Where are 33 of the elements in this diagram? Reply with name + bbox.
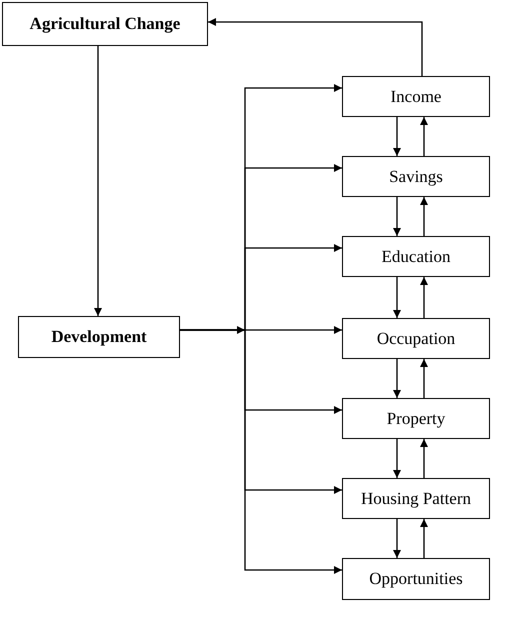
arrow <box>420 277 428 318</box>
process-box <box>2 2 208 46</box>
arrow <box>393 519 401 558</box>
arrow <box>94 46 102 316</box>
arrow <box>420 197 428 236</box>
process-box <box>342 398 490 439</box>
box-label: Education <box>382 246 450 268</box>
process-box <box>18 316 180 358</box>
arrow <box>420 117 428 156</box>
arrow <box>393 439 401 478</box>
process-box <box>342 478 490 519</box>
arrow <box>393 277 401 318</box>
process-box <box>342 318 490 359</box>
process-box <box>342 156 490 197</box>
arrow <box>420 359 428 398</box>
arrow <box>420 439 428 478</box>
box-label: Savings <box>389 166 443 188</box>
box-label: Housing Pattern <box>360 488 472 510</box>
box-label: Development <box>51 326 147 348</box>
box-label: Property <box>386 408 446 430</box>
arrow <box>420 519 428 558</box>
process-box <box>342 558 490 600</box>
process-box <box>342 236 490 277</box>
arrow <box>393 117 401 156</box>
process-box <box>342 76 490 117</box>
box-label: Occupation <box>376 328 456 350</box>
arrow <box>393 359 401 398</box>
box-label: Opportunities <box>369 568 463 590</box>
arrow <box>180 326 245 334</box>
arrow <box>393 197 401 236</box>
box-label: Income <box>390 86 442 108</box>
box-label: Agricultural Change <box>30 13 180 35</box>
arrow <box>208 18 423 76</box>
